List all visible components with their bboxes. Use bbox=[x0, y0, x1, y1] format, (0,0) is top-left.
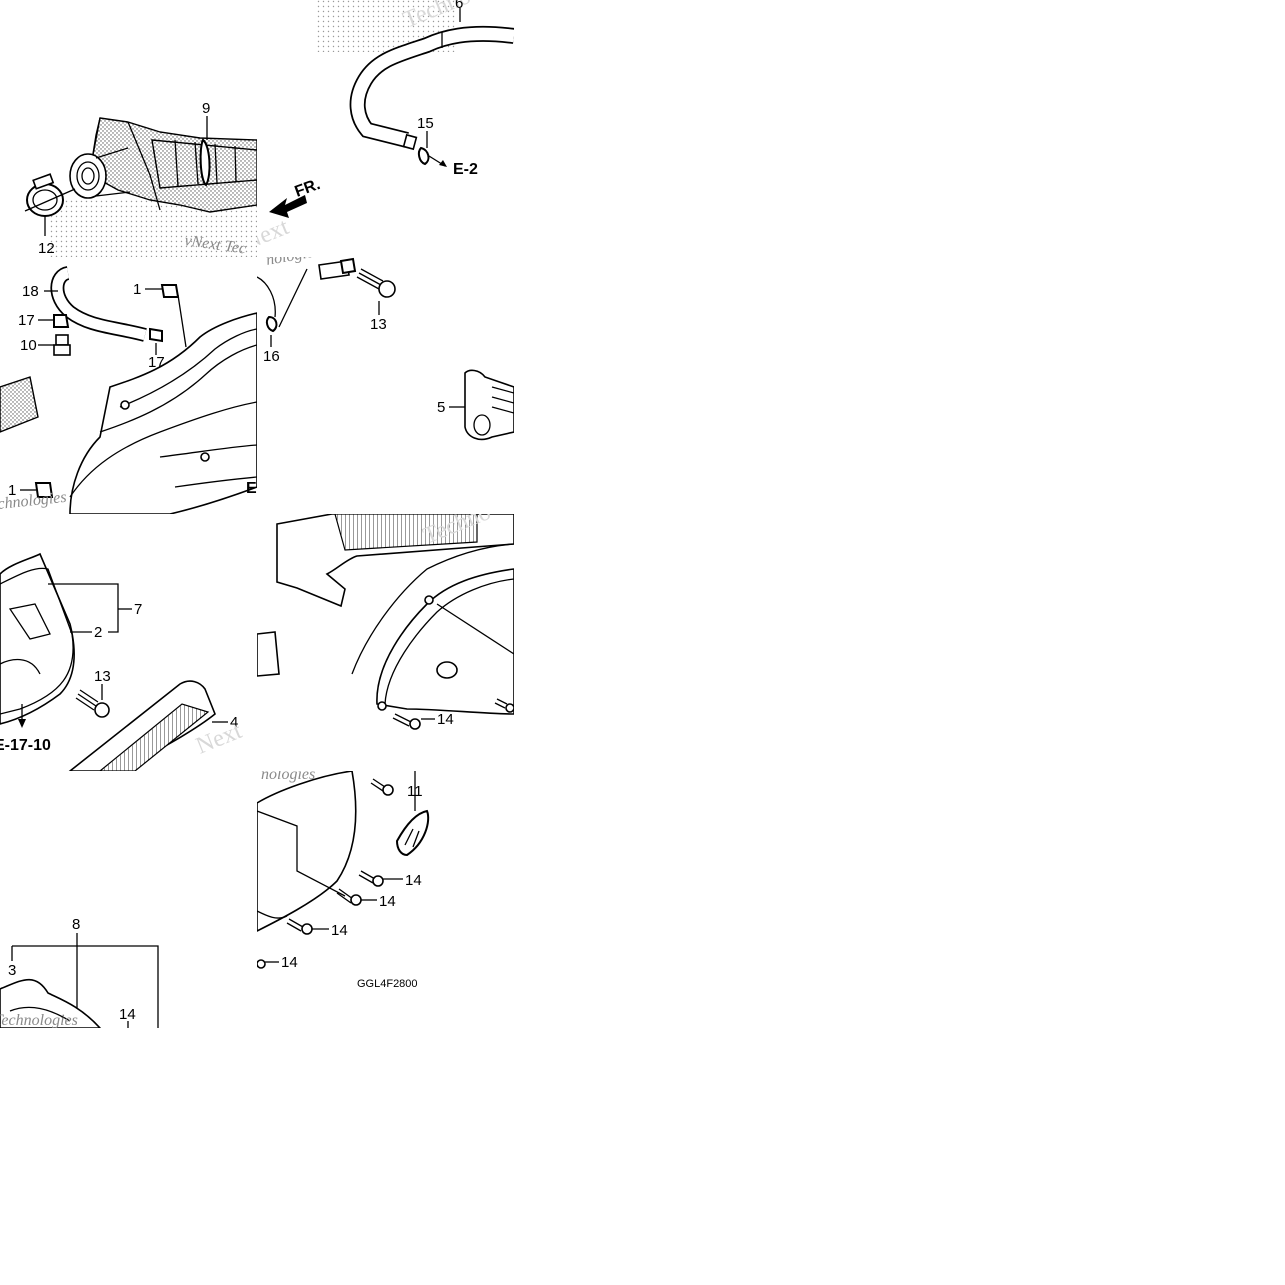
duct-mouth bbox=[69, 153, 107, 199]
ref-e17-10: E-17-10 bbox=[0, 737, 51, 754]
watermark-fragment: Technologies bbox=[0, 1012, 78, 1028]
tile-case-bottom: 8 3 14 Technologies bbox=[0, 771, 257, 1028]
lower-cover-drawing: nologies 14 14 14 14 11 bbox=[257, 771, 430, 990]
front-arrow-label: FR. bbox=[293, 176, 323, 201]
callout-9: 9 bbox=[202, 100, 210, 117]
grommet bbox=[160, 284, 180, 298]
callout-15: 15 bbox=[417, 115, 434, 132]
tile-lower-cover: nologies 14 14 14 14 11 bbox=[257, 771, 514, 1028]
case-bottom-drawing: 8 3 14 Technologies bbox=[0, 916, 159, 1028]
ref-e-partial: E bbox=[246, 480, 257, 497]
clip bbox=[417, 146, 430, 166]
callout-14f: 14 bbox=[281, 954, 298, 971]
callout-16: 16 bbox=[263, 348, 280, 365]
drain-hose bbox=[52, 267, 147, 341]
callout-4: 4 bbox=[230, 714, 238, 731]
callout-14d: 14 bbox=[379, 893, 396, 910]
callout-14c: 14 bbox=[405, 872, 422, 889]
intake-duct-drawing: 9 12 vNext Tec bbox=[24, 100, 257, 257]
front-arrow bbox=[269, 195, 307, 218]
tile-intake-duct: 9 12 vNext Tec bbox=[0, 0, 257, 257]
filter-element-drawing: 7 2 13 E-17-10 4 Next bbox=[0, 552, 246, 771]
drawing-code: GGL4F2800 bbox=[357, 978, 418, 990]
clip-16 bbox=[265, 315, 278, 333]
watermark-fragment: nologies bbox=[265, 257, 321, 269]
watermark-fragment: Next bbox=[257, 214, 293, 256]
tile-case-cover: Techno 14 bbox=[257, 514, 514, 771]
case-cover-drawing: Techno 14 bbox=[257, 514, 514, 730]
callout-11: 11 bbox=[407, 783, 423, 800]
callout-5: 5 bbox=[437, 399, 445, 416]
case-top-drawing: 18 17 10 17 1 bbox=[0, 266, 257, 514]
callout-10: 10 bbox=[20, 337, 37, 354]
tile-breather-tube: Techno 6 15 E-2 FR. Next bbox=[257, 0, 514, 257]
screw-14 bbox=[409, 718, 421, 730]
bolt-13 bbox=[378, 280, 396, 298]
lower-cover bbox=[257, 771, 357, 932]
callout-13b: 13 bbox=[94, 668, 111, 685]
side-bracket bbox=[464, 369, 514, 441]
band bbox=[199, 138, 211, 187]
callout-2: 2 bbox=[94, 624, 102, 641]
watermark-fragment: nologies bbox=[261, 771, 315, 783]
callout-18: 18 bbox=[22, 283, 39, 300]
tile-case-top: 18 17 10 17 1 bbox=[0, 257, 257, 514]
case-bottom-part bbox=[0, 978, 102, 1028]
callout-7: 7 bbox=[134, 601, 142, 618]
callout-1: 1 bbox=[133, 281, 141, 298]
bolt-13b bbox=[94, 702, 110, 718]
air-cleaner-cover bbox=[376, 568, 514, 715]
callout-17: 17 bbox=[18, 312, 35, 329]
callout-14e: 14 bbox=[331, 922, 348, 939]
callout-14: 14 bbox=[437, 711, 454, 728]
emblem bbox=[395, 809, 430, 857]
callout-13: 13 bbox=[370, 316, 387, 333]
tile-filter-element: 7 2 13 E-17-10 4 Next bbox=[0, 514, 257, 771]
hose-clip bbox=[53, 314, 70, 328]
callout-12: 12 bbox=[38, 240, 55, 257]
callout-8: 8 bbox=[72, 916, 80, 933]
callout-1b: 1 bbox=[8, 482, 16, 499]
callout-3: 3 bbox=[8, 962, 16, 979]
screws-bracket-drawing: nologies 13 16 5 bbox=[257, 257, 514, 441]
tile-screws-bracket: nologies 13 16 5 bbox=[257, 257, 514, 514]
air-cleaner-case-upper bbox=[69, 312, 257, 514]
ref-e2: E-2 bbox=[453, 161, 478, 178]
callout-14b: 14 bbox=[119, 1006, 136, 1023]
callout-6: 6 bbox=[455, 0, 463, 12]
breather-tube-drawing: Techno 6 15 E-2 FR. Next bbox=[257, 0, 514, 256]
